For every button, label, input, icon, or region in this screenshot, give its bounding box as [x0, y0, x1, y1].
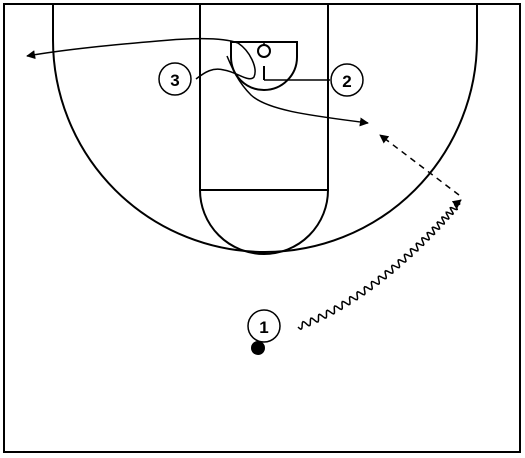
player-2-label: 2	[342, 72, 351, 91]
screener-cut-path	[226, 55, 369, 127]
player-3: 3	[158, 62, 192, 96]
court-boundary	[3, 3, 521, 453]
rim	[257, 44, 271, 58]
player-1: 1	[247, 309, 281, 343]
player-2: 2	[330, 63, 364, 97]
free-throw-circle	[199, 189, 329, 255]
player-3-cut-path	[26, 37, 256, 80]
ball-icon	[251, 341, 265, 355]
player-3-label: 3	[170, 71, 179, 90]
lane	[199, 3, 329, 191]
pass-line	[379, 134, 460, 196]
player-1-label: 1	[259, 318, 268, 337]
three-point-line	[52, 4, 478, 253]
dribble-path	[297, 199, 462, 331]
